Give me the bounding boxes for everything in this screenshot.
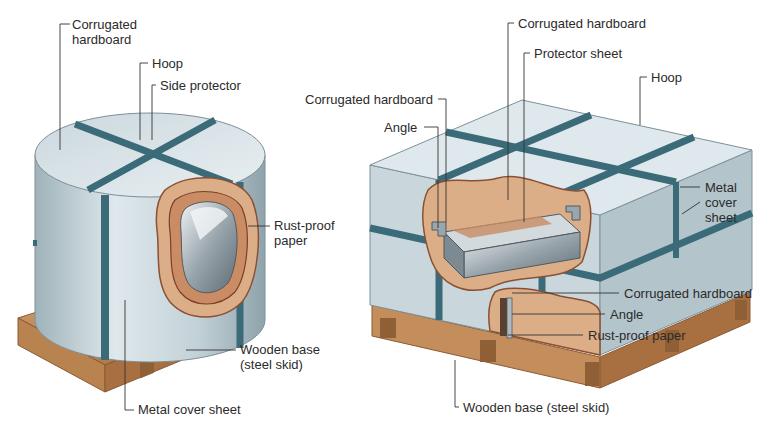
part-label: Rust-proof paper: [588, 328, 686, 343]
part-label: Metal cover sheet: [705, 180, 765, 225]
part-label: Corrugated hardboard: [518, 16, 646, 31]
part-label: Protector sheet: [534, 46, 622, 61]
part-label: Metal cover sheet: [138, 402, 241, 417]
leader-lines: [60, 23, 700, 410]
part-label: Rust-proof paper: [274, 218, 354, 248]
part-label: Hoop: [651, 70, 682, 85]
part-label: Angle: [610, 307, 643, 322]
part-label: Wooden base (steel skid): [463, 400, 609, 415]
packaged-sheets: [370, 100, 752, 355]
part-label: Corrugated hardboard: [624, 286, 752, 301]
part-label: Wooden base (steel skid): [240, 342, 350, 372]
part-label: Side protector: [160, 78, 241, 93]
part-label: Hoop: [152, 56, 183, 71]
part-label: Angle: [384, 120, 417, 135]
part-label: Corrugated hardboard: [305, 92, 433, 107]
packaged-coil: [35, 113, 265, 362]
part-label: Corrugated hardboard: [72, 17, 147, 47]
